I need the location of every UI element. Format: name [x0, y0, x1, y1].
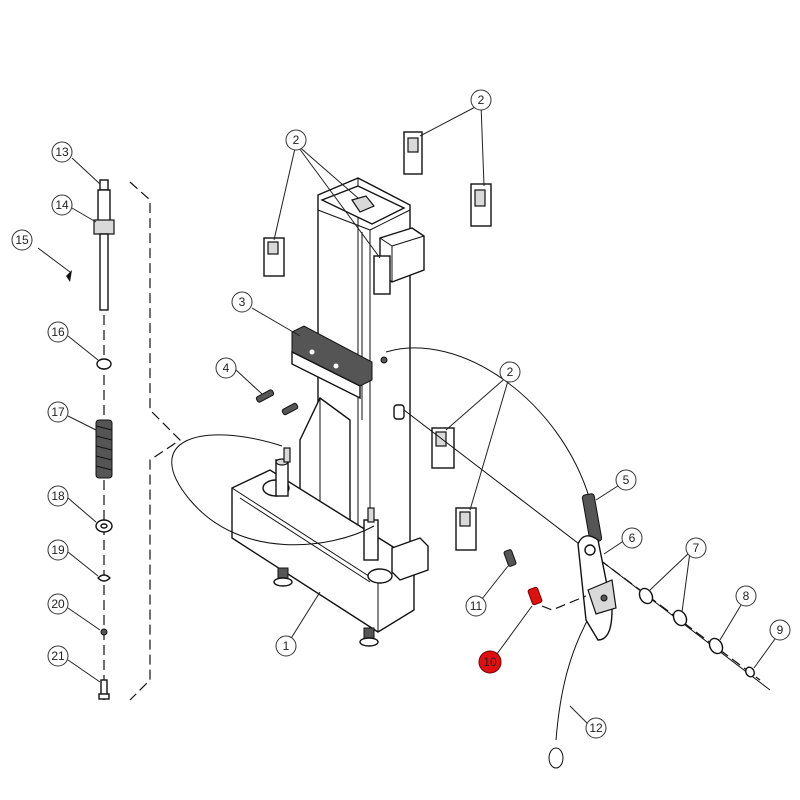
callout-11: 11	[465, 595, 487, 617]
callout-16: 16	[47, 321, 69, 343]
svg-text:2: 2	[478, 93, 485, 107]
callout-15: 15	[11, 229, 33, 251]
callout-2-mid: 2	[499, 361, 521, 383]
leader-15	[37, 247, 71, 273]
svg-text:7: 7	[693, 541, 700, 555]
svg-text:20: 20	[51, 597, 65, 611]
callout-2-top-left: 2	[285, 129, 307, 151]
svg-text:16: 16	[51, 325, 65, 339]
pad-low	[455, 507, 477, 551]
screw-11	[503, 549, 517, 567]
clip-19	[97, 574, 111, 582]
callout-2-top-right: 2	[470, 89, 492, 111]
callout-21: 21	[47, 645, 69, 667]
spring-5	[581, 493, 603, 543]
pad-top-1	[403, 131, 423, 175]
callout-13: 13	[51, 141, 73, 163]
base-1	[231, 447, 429, 647]
leader-lines	[67, 103, 781, 727]
pad-post	[373, 255, 391, 295]
svg-text:15: 15	[15, 233, 29, 247]
svg-text:13: 13	[55, 145, 69, 159]
svg-text:12: 12	[589, 721, 603, 735]
callout-4: 4	[215, 357, 237, 379]
svg-text:5: 5	[623, 473, 630, 487]
washer-16	[96, 358, 112, 370]
callout-5: 5	[615, 469, 637, 491]
lever-6	[577, 535, 617, 641]
svg-text:17: 17	[51, 405, 65, 419]
pad-left	[263, 237, 285, 277]
svg-text:3: 3	[239, 295, 246, 309]
left-parts-column	[37, 179, 181, 701]
callout-6: 6	[621, 527, 643, 549]
guide-pads-2	[263, 131, 492, 551]
callout-12: 12	[585, 717, 607, 739]
svg-text:2: 2	[507, 365, 514, 379]
arrow-15	[66, 270, 72, 282]
callout-3: 3	[231, 291, 253, 313]
svg-text:6: 6	[629, 531, 636, 545]
callout-8: 8	[735, 585, 757, 607]
svg-text:19: 19	[51, 543, 65, 557]
svg-text:14: 14	[55, 198, 69, 212]
pad-mid	[431, 427, 455, 469]
svg-text:8: 8	[743, 589, 750, 603]
svg-text:4: 4	[223, 361, 230, 375]
clamp-block-3	[291, 325, 373, 400]
callout-20: 20	[47, 593, 69, 615]
bolt-21	[98, 679, 110, 700]
screws-4	[255, 389, 299, 416]
pin-10	[527, 586, 543, 606]
callout-10-highlighted: 10	[478, 650, 502, 674]
callout-17: 17	[47, 401, 69, 423]
callouts: 13 14 15 16 17 18 19 20 21 2 2 2 3 4 5 6…	[11, 89, 791, 739]
washers-7-8-9	[638, 587, 755, 678]
callout-18: 18	[47, 485, 69, 507]
callout-7: 7	[685, 537, 707, 559]
spring-17	[95, 419, 113, 479]
group-bracket	[129, 181, 181, 701]
pad-top-2	[470, 183, 492, 227]
pin-dash	[541, 595, 587, 611]
svg-text:2: 2	[293, 133, 300, 147]
svg-text:9: 9	[777, 623, 784, 637]
svg-text:10: 10	[483, 655, 497, 669]
svg-text:11: 11	[470, 599, 483, 613]
pin-part	[93, 179, 115, 311]
callout-14: 14	[51, 194, 73, 216]
svg-text:21: 21	[51, 649, 65, 663]
svg-text:1: 1	[283, 639, 290, 653]
nut-20	[100, 628, 108, 636]
svg-text:18: 18	[51, 489, 65, 503]
callout-9: 9	[769, 619, 791, 641]
callout-19: 19	[47, 539, 69, 561]
callout-1: 1	[275, 635, 297, 657]
